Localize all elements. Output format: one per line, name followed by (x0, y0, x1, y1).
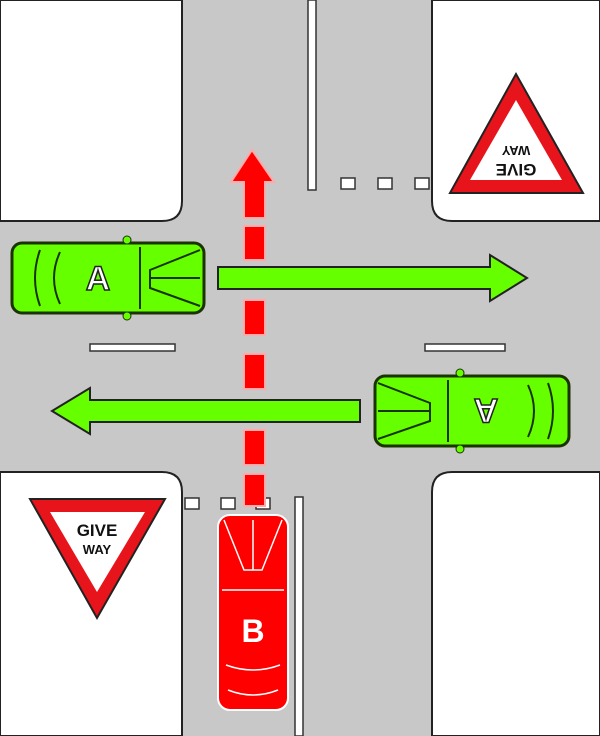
car-label: A (474, 391, 499, 429)
lane-markings (89, 0, 506, 736)
arrow-straight-red (229, 148, 276, 507)
car-b: B (217, 514, 289, 711)
sign-text-line2: WAY (501, 143, 530, 158)
car-label: B (241, 613, 264, 649)
give-way-sign-top: GIVE WAY (448, 71, 585, 194)
give-way-sign-bottom: GIVE WAY (28, 498, 167, 621)
sign-text-line2: WAY (83, 542, 112, 557)
sign-text-line1: GIVE (496, 160, 537, 179)
sign-text-line1: GIVE (77, 521, 118, 540)
car-a-left: A (10, 235, 206, 321)
corner-top-left (0, 0, 183, 222)
corner-bottom-right (431, 471, 600, 736)
car-a-right: A (373, 368, 571, 454)
arrow-left-green (50, 386, 361, 436)
car-label: A (86, 260, 111, 298)
arrow-right-green (217, 253, 529, 303)
